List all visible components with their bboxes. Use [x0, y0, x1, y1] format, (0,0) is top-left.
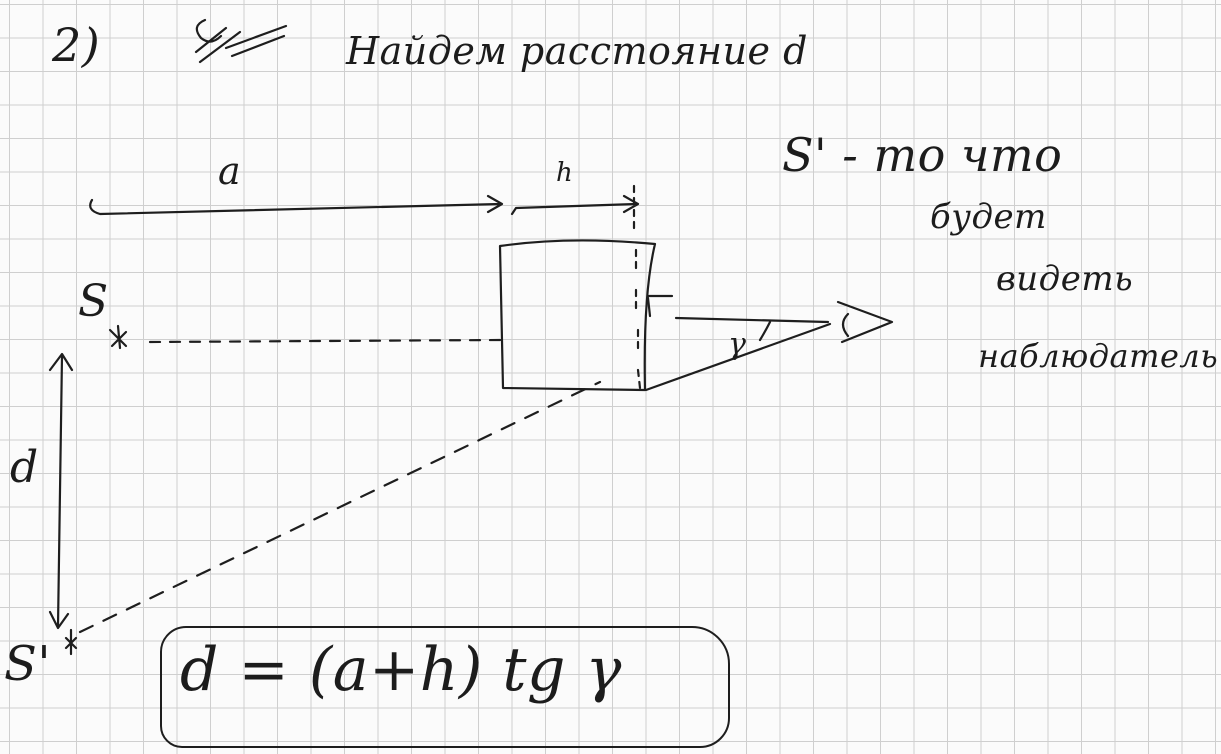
heading-number: 2): [52, 18, 101, 72]
label-s: S: [78, 276, 109, 327]
star-s-prime: [64, 628, 78, 656]
label-s-prime: S': [4, 636, 52, 692]
note-line-4: наблюдатель: [978, 337, 1219, 375]
ray-bottom: [644, 322, 832, 392]
right-angle-mark: [646, 294, 674, 318]
dimension-arrow-d: [48, 352, 74, 630]
dimension-arrow-h: [510, 194, 640, 216]
dimension-arrow-a: [89, 194, 504, 216]
ray-top: [674, 316, 830, 324]
dashed-horizontal-line: [148, 338, 502, 344]
heading-text: Найдем расстояние d: [346, 29, 808, 73]
note-line-1: S' - то что: [782, 128, 1063, 182]
note-line-2: будет: [930, 197, 1047, 237]
dashed-inner-line: [632, 184, 642, 390]
formula-text: d = (a+h) tg γ: [180, 635, 622, 705]
note-line-3: видеть: [996, 259, 1134, 299]
glass-block: [498, 239, 657, 392]
angle-arc: [758, 320, 772, 342]
label-a: a: [218, 149, 242, 193]
formula-box: [160, 626, 730, 748]
eye-icon: [836, 300, 894, 344]
label-h: h: [556, 158, 574, 188]
dashed-diagonal-line: [78, 380, 602, 634]
crossed-out-scribble: [194, 18, 288, 64]
label-d: d: [10, 442, 39, 493]
star-s: [108, 324, 128, 350]
label-gamma: γ: [728, 327, 747, 362]
